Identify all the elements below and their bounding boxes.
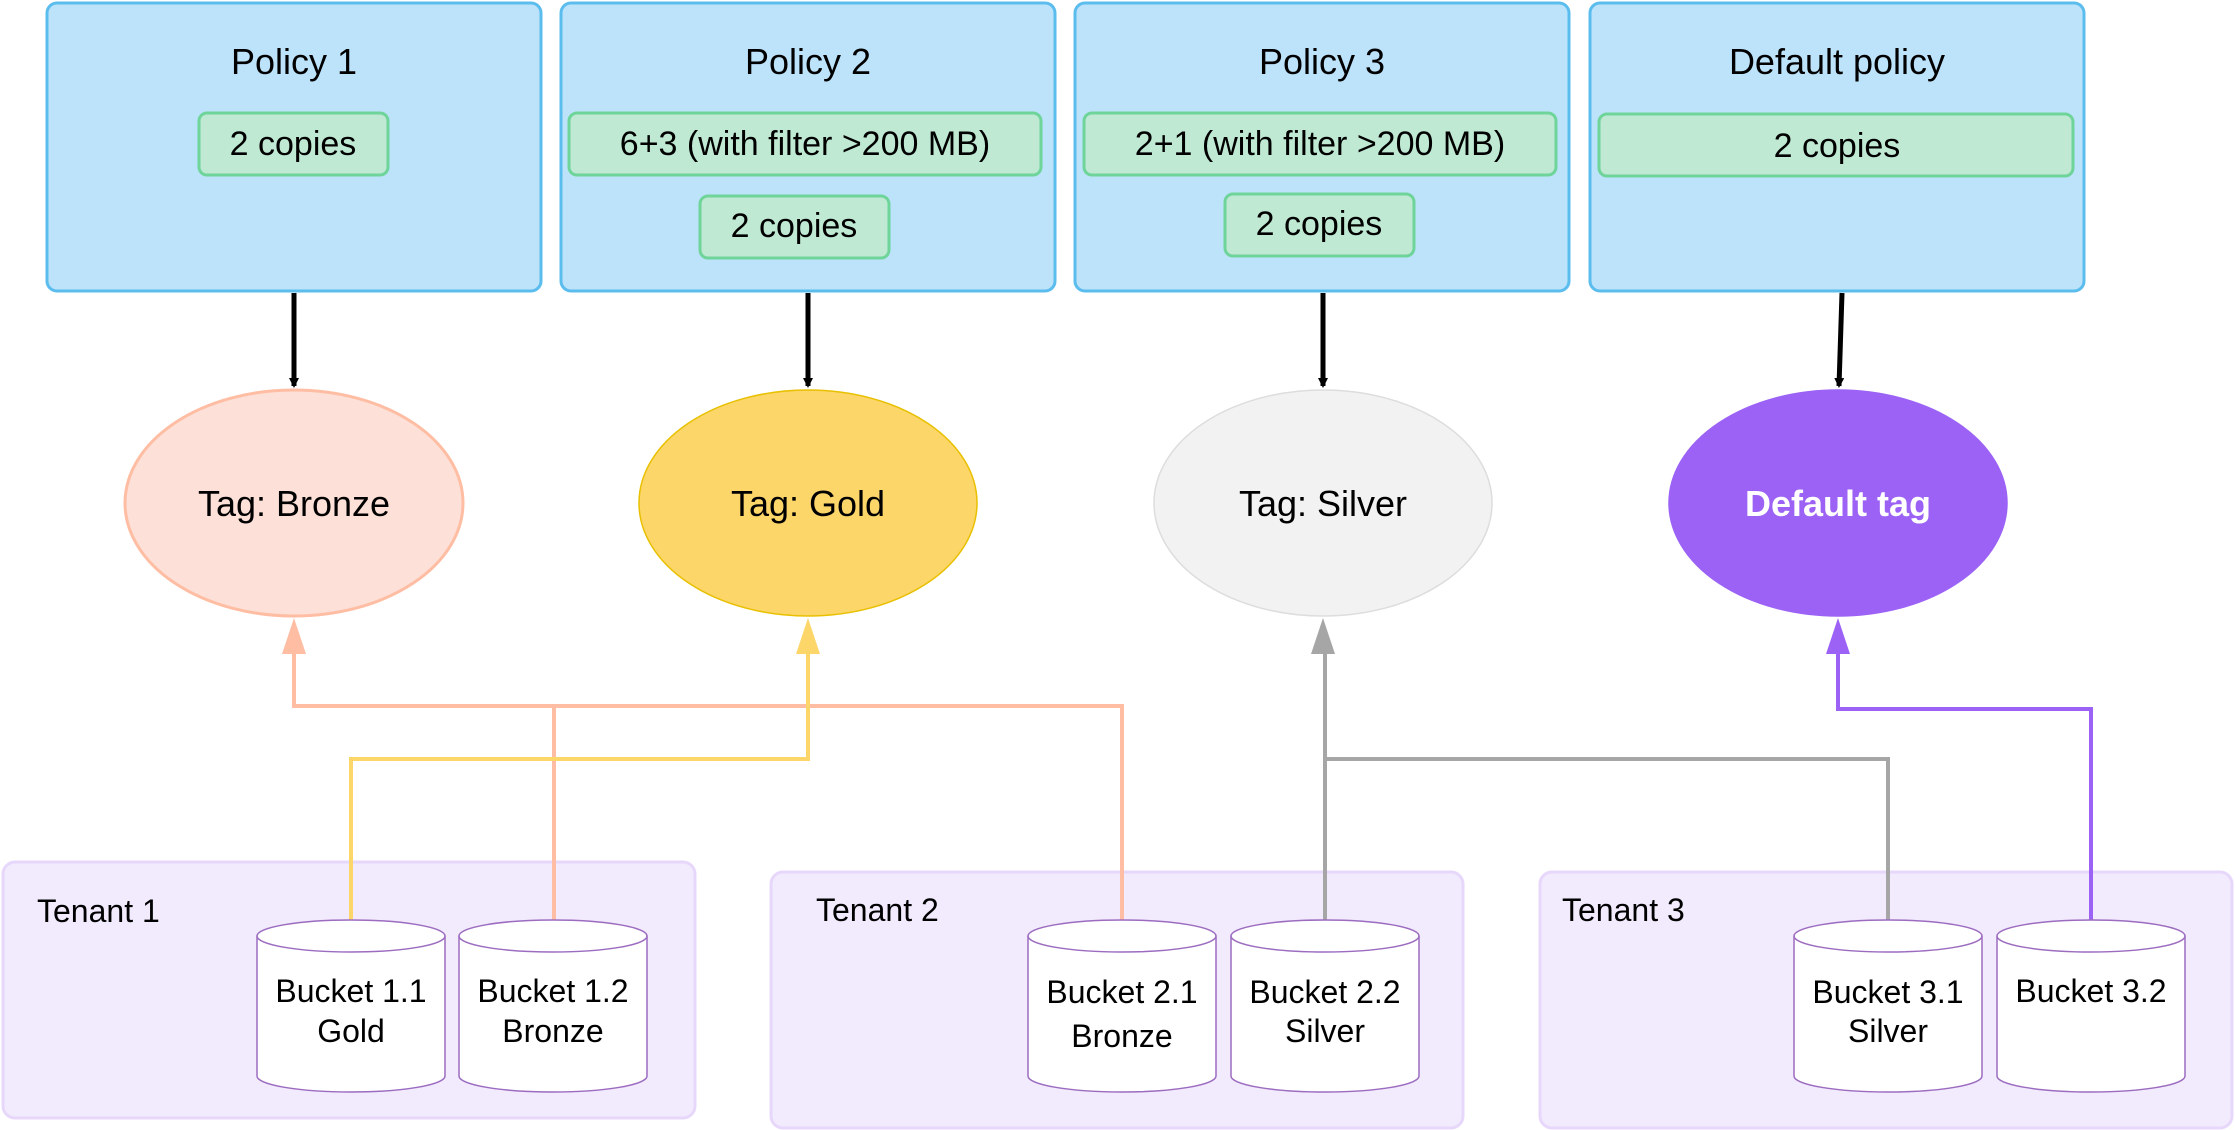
default-policy-box[interactable]: Default policy 2 copies [1588,1,2086,293]
bucket-3-1-tag: Silver [1848,1013,1928,1049]
policy-3-rule-2-frame [1223,192,1416,258]
bucket-1-1[interactable]: Bucket 1.1 Gold [256,919,446,1093]
bronze-arrowhead [282,618,306,654]
policy-3-rule-2: 2 copies [1256,205,1383,243]
bucket-2-2[interactable]: Bucket 2.2 Silver [1230,919,1420,1093]
policy-3-box[interactable]: Policy 3 2+1 (with filter >200 MB) 2 cop… [1073,1,1571,293]
tag-default[interactable]: Default tag [1668,389,2008,617]
default-policy-arrow [1834,292,1845,388]
bucket-2-1-body [1027,936,1217,1093]
bucket-1-1-name: Bucket 1.1 [275,973,426,1009]
bucket-3-1-name: Bucket 3.1 [1812,974,1963,1010]
policy-2-title: Policy 2 [745,41,871,82]
bucket-1-1-top [256,919,446,953]
silver-arrowhead [1311,618,1335,654]
policies: Policy 1 2 copies Policy 2 6+3 (with fil… [45,1,2086,293]
tag-bronze[interactable]: Tag: Bronze [123,388,465,618]
default-arrowhead [1826,618,1850,654]
policy-3-rule-1-frame [1082,111,1558,177]
bucket-1-2-tag: Bronze [502,1013,603,1049]
bucket-3-2-name: Bucket 3.2 [2015,973,2166,1009]
tag-default-label: Default tag [1745,483,1931,524]
policy-3-title: Policy 3 [1259,41,1385,82]
bucket-to-tag-connectors [282,618,2093,921]
tag-bronze-shape [123,388,465,618]
bucket-1-1-tag: Gold [317,1013,385,1049]
policy-2-rule-1-frame [567,111,1043,177]
tag-gold-label: Tag: Gold [731,483,885,524]
policy-2-rule-1: 6+3 (with filter >200 MB) [620,125,990,163]
bucket-3-2-top [1996,919,2186,953]
bucket-2-2-name: Bucket 2.2 [1249,974,1400,1010]
policy-1-box[interactable]: Policy 1 2 copies [45,1,543,293]
bucket-2-1-to-bronze-line [292,636,1124,921]
tag-silver[interactable]: Tag: Silver [1153,389,1493,617]
bucket-1-2[interactable]: Bucket 1.2 Bronze [458,919,648,1093]
bucket-3-2[interactable]: Bucket 3.2 [1996,919,2186,1093]
tenant-2-label: Tenant 2 [816,892,939,928]
default-policy-title: Default policy [1729,41,1945,82]
policy-1-rule-1: 2 copies [230,125,357,163]
bucket-3-2-to-default-line [1836,636,2093,921]
policy-3-rule-1: 2+1 (with filter >200 MB) [1135,125,1505,163]
bucket-1-1-body [256,936,446,1093]
tag-silver-shape [1153,389,1493,617]
buckets: Bucket 1.1 Gold Bucket 1.2 Bronze Bucket… [256,919,2186,1093]
bucket-3-1-body [1793,936,1983,1093]
gold-arrowhead [796,618,820,654]
bucket-3-1-top [1793,919,1983,953]
bucket-3-1[interactable]: Bucket 3.1 Silver [1793,919,1983,1093]
policy-1-title: Policy 1 [231,41,357,82]
tags: Tag: Bronze Tag: Gold Tag: Silver Defaul… [123,388,2008,618]
tag-gold[interactable]: Tag: Gold [638,389,978,617]
bucket-2-1-top [1027,919,1217,953]
bucket-2-2-top [1230,919,1420,953]
policy-to-tag-arrows [289,292,1845,388]
bucket-1-2-name: Bucket 1.2 [477,973,628,1009]
bucket-3-1-to-silver-line [1325,757,1890,921]
tenant-1-label: Tenant 1 [37,893,160,929]
tag-silver-label: Tag: Silver [1239,483,1407,524]
bucket-1-1-to-gold-line [349,636,810,921]
default-policy-rule-1-frame [1597,112,2075,178]
bucket-1-2-body [458,936,648,1093]
policy-2-rule-2-frame [698,194,891,260]
default-policy-rule-1: 2 copies [1774,127,1901,165]
policy-2-box[interactable]: Policy 2 6+3 (with filter >200 MB) 2 cop… [559,1,1057,293]
tag-default-shape [1668,389,2008,617]
bucket-2-1-name: Bucket 2.1 [1046,974,1197,1010]
tag-gold-shape [638,389,978,617]
bucket-2-1-tag: Bronze [1071,1018,1172,1054]
bucket-3-2-body [1996,936,2186,1093]
bucket-1-2-top [458,919,648,953]
policy-1-rule-1-frame [197,111,390,177]
bucket-2-1[interactable]: Bucket 2.1 Bronze [1027,919,1217,1093]
tag-bronze-label: Tag: Bronze [198,483,390,524]
bucket-2-2-body [1230,936,1420,1093]
policy-2-rule-2: 2 copies [731,207,858,245]
tenant-3-label: Tenant 3 [1562,892,1685,928]
bucket-2-2-tag: Silver [1285,1013,1365,1049]
